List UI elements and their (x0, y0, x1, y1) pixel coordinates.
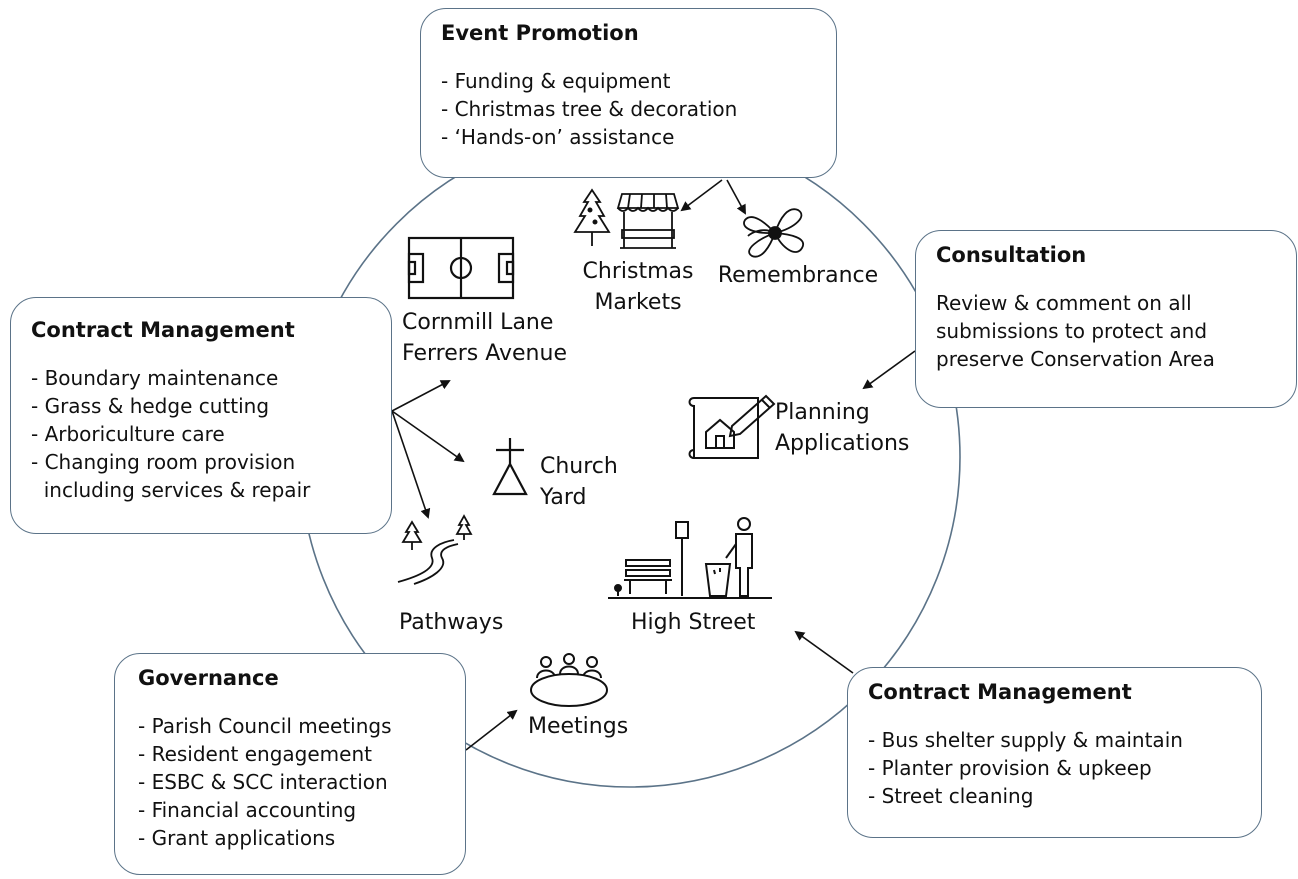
arrow-to-church-yard (391, 410, 465, 463)
list-item: including services & repair (31, 478, 311, 502)
high-street-label: High Street (631, 610, 756, 635)
governance-box: Governance - Parish Council meetings - R… (114, 653, 466, 875)
contract-management-right-list: - Bus shelter supply & maintain - Plante… (868, 726, 1243, 810)
christmas-markets-label: Christmas Markets (582, 259, 694, 315)
sports-fields-label: Cornmill Lane Ferrers Avenue (402, 310, 567, 366)
arrow-to-meetings (465, 709, 518, 751)
list-item: - Street cleaning (868, 784, 1034, 808)
governance-list: - Parish Council meetings - Resident eng… (138, 712, 447, 852)
list-item: - Resident engagement (138, 742, 372, 766)
arrow-to-sports-fields (391, 380, 451, 412)
list-item: - Boundary maintenance (31, 366, 279, 390)
pathway-trees-icon (396, 514, 480, 586)
consultation-title: Consultation (936, 243, 1087, 267)
list-item: - Arboriculture care (31, 422, 225, 446)
planning-applications-label: Planning Applications (775, 400, 910, 456)
list-item: - Bus shelter supply & maintain (868, 728, 1183, 752)
contract-management-right-title: Contract Management (868, 680, 1132, 704)
list-item: - Planter provision & upkeep (868, 756, 1152, 780)
list-item: - Grant applications (138, 826, 336, 850)
poppy-icon (740, 204, 810, 264)
church-yard-label: Church Yard (540, 454, 618, 510)
meetings-label: Meetings (528, 714, 629, 739)
contract-management-left-list: - Boundary maintenance - Grass & hedge c… (31, 364, 373, 504)
event-promotion-box: Event Promotion - Funding & equipment - … (420, 8, 837, 178)
list-item: - Parish Council meetings (138, 714, 392, 738)
arrow-to-planning (862, 350, 916, 390)
arrow-to-high-street (794, 630, 854, 674)
contract-management-right-box: Contract Management - Bus shelter supply… (847, 667, 1262, 838)
list-item: - ‘Hands-on’ assistance (441, 125, 675, 149)
consultation-line: preserve Conservation Area (936, 347, 1215, 371)
consultation-line: submissions to protect and (936, 319, 1208, 343)
remembrance-label: Remembrance (717, 263, 879, 288)
event-promotion-title: Event Promotion (441, 21, 639, 45)
christmas-tree-and-market-stall-icon (570, 188, 680, 252)
meeting-table-icon (528, 652, 610, 710)
governance-title: Governance (138, 666, 279, 690)
contract-management-left-title: Contract Management (31, 318, 295, 342)
bench-lamp-bin-icon (604, 514, 774, 600)
pathways-label: Pathways (399, 610, 504, 635)
list-item: - Financial accounting (138, 798, 357, 822)
list-item: - Changing room provision (31, 450, 296, 474)
blueprint-house-icon (686, 392, 776, 464)
list-item: - Grass & hedge cutting (31, 394, 270, 418)
football-pitch-icon (407, 236, 515, 300)
consultation-line: Review & comment on all (936, 291, 1192, 315)
arrow-to-pathways (391, 410, 431, 519)
consultation-box: Consultation Review & comment on all sub… (915, 230, 1297, 408)
church-cross-icon (490, 436, 530, 498)
event-promotion-list: - Funding & equipment - Christmas tree &… (441, 67, 818, 151)
arrow-to-christmas-markets (680, 179, 723, 212)
list-item: - Christmas tree & decoration (441, 97, 738, 121)
arrow-to-remembrance (726, 179, 746, 215)
list-item: - Funding & equipment (441, 69, 671, 93)
list-item: - ESBC & SCC interaction (138, 770, 388, 794)
contract-management-left-box: Contract Management - Boundary maintenan… (10, 297, 392, 534)
